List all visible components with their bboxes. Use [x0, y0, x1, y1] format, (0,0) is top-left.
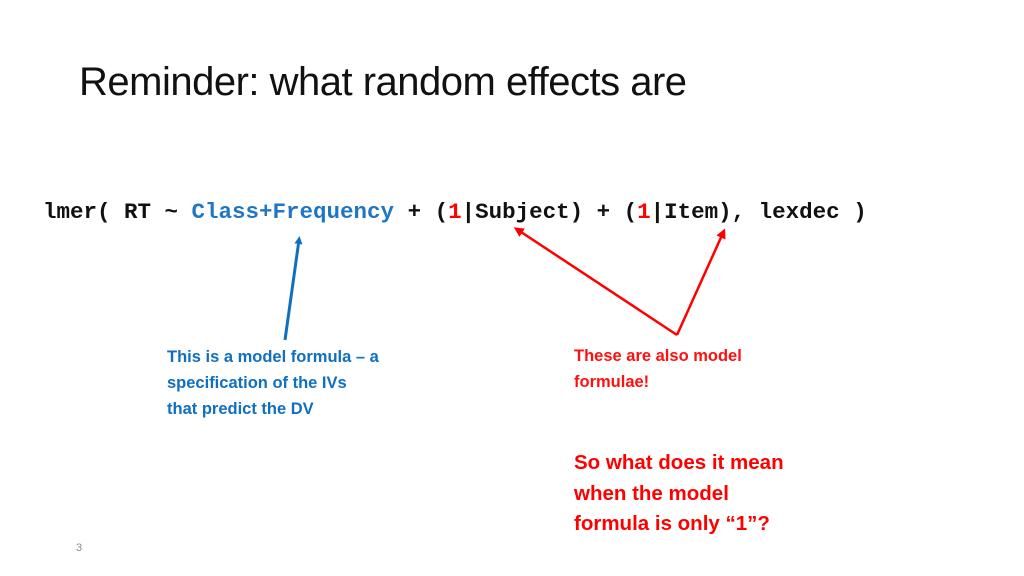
note-line: that predict the DV — [167, 400, 314, 418]
model-formula-note: This is a model formula – a specificatio… — [167, 344, 379, 422]
question-line: So what does it mean — [574, 451, 784, 474]
note-line: This is a model formula – a — [167, 348, 379, 366]
red-arrow-right-icon — [675, 228, 726, 336]
blue-arrow-icon — [283, 236, 303, 341]
question-line: when the model — [574, 481, 729, 505]
question-line: formula is only “1”? — [574, 512, 770, 535]
random-intercept-item: 1 — [637, 199, 651, 225]
note-line: specification of the IVs — [167, 374, 347, 392]
formula-prefix: lmer( RT ~ — [43, 199, 192, 225]
fixed-effects-term: Class+Frequency — [191, 199, 395, 225]
lmer-formula: lmer( RT ~ Class+Frequency + (1|Subject)… — [43, 199, 867, 225]
formula-group-item: |Item), lexdec ) — [650, 199, 867, 225]
question-note: So what does it mean when the model form… — [574, 448, 784, 540]
slide-title: Reminder: what random effects are — [79, 60, 687, 104]
random-intercept-subject: 1 — [448, 199, 462, 225]
slide-number: 3 — [76, 542, 83, 554]
note-line: These are also model — [574, 347, 742, 365]
also-formulae-note: These are also model formulae! — [574, 343, 742, 395]
red-arrow-left-icon — [513, 227, 678, 337]
formula-group-subject: |Subject) + ( — [461, 199, 638, 225]
formula-mid: + ( — [394, 199, 449, 225]
note-line: formulae! — [574, 373, 650, 391]
